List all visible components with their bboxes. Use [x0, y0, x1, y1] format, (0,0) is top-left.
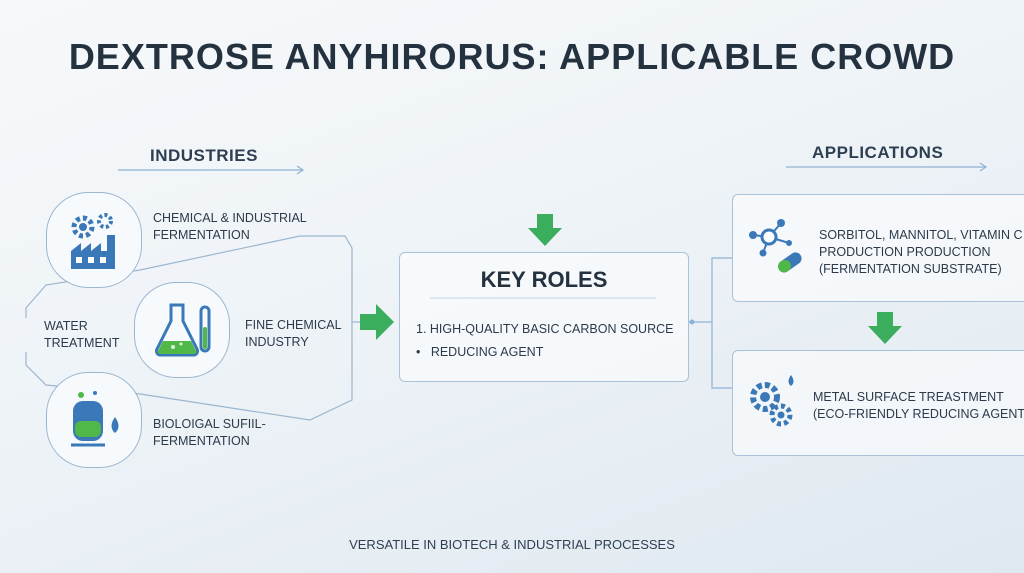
- key-roles-heading: KEY ROLES: [480, 267, 608, 292]
- industry-card-biological: [46, 372, 142, 468]
- industry-label-fine-chemical: FINE CHEMICAL INDUSTRY: [245, 318, 342, 349]
- application-label-sorbitol: SORBITOL, MANNITOL, VITAMIN C PRODUCTION…: [819, 228, 1023, 276]
- down-arrow-icon: [868, 312, 902, 344]
- gears-factory-icon: [71, 213, 115, 269]
- gears-droplet-icon: [750, 375, 794, 427]
- key-roles-box: KEY ROLES 1. HIGH-QUALITY BASIC CARBON S…: [399, 252, 689, 382]
- molecule-capsule-icon: [749, 219, 802, 273]
- bioreactor-icon: [71, 391, 119, 447]
- page-title: DEXTROSE ANYHIRORUS: APPLICABLE CROWD: [68, 36, 956, 77]
- key-role-carbon-source: 1. HIGH-QUALITY BASIC CARBON SOURCE: [416, 322, 674, 336]
- industry-label-biological: BIOLOIGAL SUFIIL- FERMENTATION: [153, 417, 266, 448]
- key-role-reducing-agent: • REDUCING AGENT: [416, 345, 544, 359]
- footer-tagline: VERSATILE IN BIOTECH & INDUSTRIAL PROCES…: [349, 537, 675, 552]
- down-arrow-icon: [528, 214, 562, 246]
- right-arrow-icon: [360, 304, 394, 340]
- water-treatment-label: WATER TREATMENT: [44, 319, 120, 350]
- industry-card-fine-chemical: [134, 282, 230, 378]
- industries-heading: INDUSTRIES: [150, 146, 258, 165]
- industry-label-chemical: CHEMICAL & INDUSTRIAL FERMENTATION: [153, 211, 307, 242]
- application-label-metal-surface: METAL SURFACE TREASTMENT (ECO-FRIENDLY R…: [813, 390, 1024, 421]
- application-card-metal-surface: METAL SURFACE TREASTMENT (ECO-FRIENDLY R…: [732, 350, 1024, 456]
- industry-card-chemical: [46, 192, 142, 288]
- application-card-sorbitol: SORBITOL, MANNITOL, VITAMIN C PRODUCTION…: [732, 194, 1024, 302]
- applications-heading: APPLICATIONS: [812, 143, 944, 162]
- flask-test-tube-icon: [154, 303, 211, 357]
